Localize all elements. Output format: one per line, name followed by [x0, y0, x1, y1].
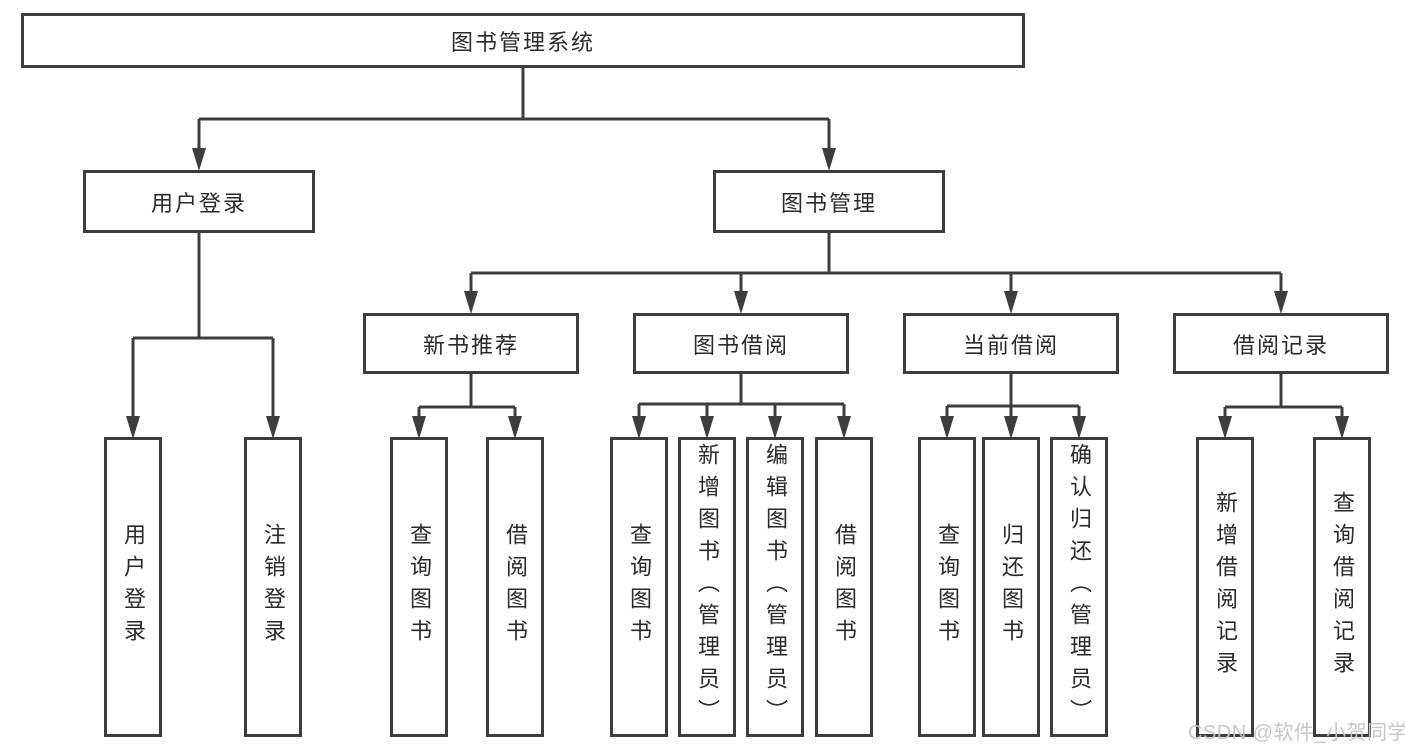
node-label: 当前借阅	[962, 332, 1059, 358]
node-book-management: 图书管理	[713, 170, 945, 233]
edge-user-login-to-leaves	[131, 233, 275, 418]
node-label: 用户登录	[150, 190, 247, 216]
node-label: 查询图书	[627, 523, 652, 651]
leaf-borrow-books-recommend: 借阅图书	[486, 437, 544, 737]
node-label: 查询图书	[935, 523, 960, 651]
node-label: 用户登录	[121, 523, 146, 651]
leaf-query-borrow-record: 查询借阅记录	[1313, 437, 1371, 737]
node-new-book-recommend: 新书推荐	[363, 313, 579, 374]
edge-book-management-to-level3	[469, 233, 1283, 294]
node-label: 借阅图书	[503, 523, 528, 651]
edge-book-borrowing-to-leaves	[637, 374, 846, 418]
edge-new-book-recommend-to-leaves	[417, 374, 517, 418]
node-label: 图书管理	[780, 190, 877, 216]
node-borrowing-records: 借阅记录	[1173, 313, 1389, 374]
leaf-logout: 注销登录	[244, 437, 302, 737]
edge-current-borrowing-to-leaves	[945, 374, 1081, 418]
leaf-borrow-books-borrowing: 借阅图书	[815, 437, 873, 737]
node-current-borrowing: 当前借阅	[903, 313, 1119, 374]
leaf-query-books-current: 查询图书	[918, 437, 976, 737]
node-user-login: 用户登录	[83, 170, 315, 233]
node-book-borrowing: 图书借阅	[633, 313, 849, 374]
node-label: 编辑图书（管理员）	[763, 443, 788, 731]
node-label: 确认归还（管理员）	[1067, 443, 1092, 731]
node-label: 归还图书	[999, 523, 1024, 651]
csdn-watermark: CSDN @软件_小贺同学	[1188, 722, 1405, 744]
node-label: 图书管理系统	[450, 29, 595, 55]
node-label: 借阅记录	[1232, 332, 1329, 358]
leaf-user-login: 用户登录	[104, 437, 162, 737]
node-label: 图书借阅	[692, 332, 789, 358]
leaf-add-borrow-record: 新增借阅记录	[1196, 437, 1254, 737]
node-label: 新增借阅记录	[1213, 491, 1238, 683]
node-label: 借阅图书	[832, 523, 857, 651]
leaf-return-books: 归还图书	[982, 437, 1040, 737]
edge-root-to-level2	[197, 68, 831, 151]
leaf-confirm-return-admin: 确认归还（管理员）	[1050, 437, 1108, 737]
leaf-edit-books-admin: 编辑图书（管理员）	[746, 437, 804, 737]
node-label: 注销登录	[261, 523, 286, 651]
node-label: 查询图书	[407, 523, 432, 651]
leaf-query-books-borrowing: 查询图书	[610, 437, 668, 737]
edge-borrowing-records-to-leaves	[1223, 374, 1344, 418]
node-label: 查询借阅记录	[1330, 491, 1355, 683]
node-root-library-management-system: 图书管理系统	[21, 13, 1025, 68]
node-label: 新增图书（管理员）	[695, 443, 720, 731]
leaf-query-books-recommend: 查询图书	[390, 437, 448, 737]
arrowheads	[126, 148, 1349, 439]
node-label: 新书推荐	[422, 332, 519, 358]
leaf-add-books-admin: 新增图书（管理员）	[678, 437, 736, 737]
